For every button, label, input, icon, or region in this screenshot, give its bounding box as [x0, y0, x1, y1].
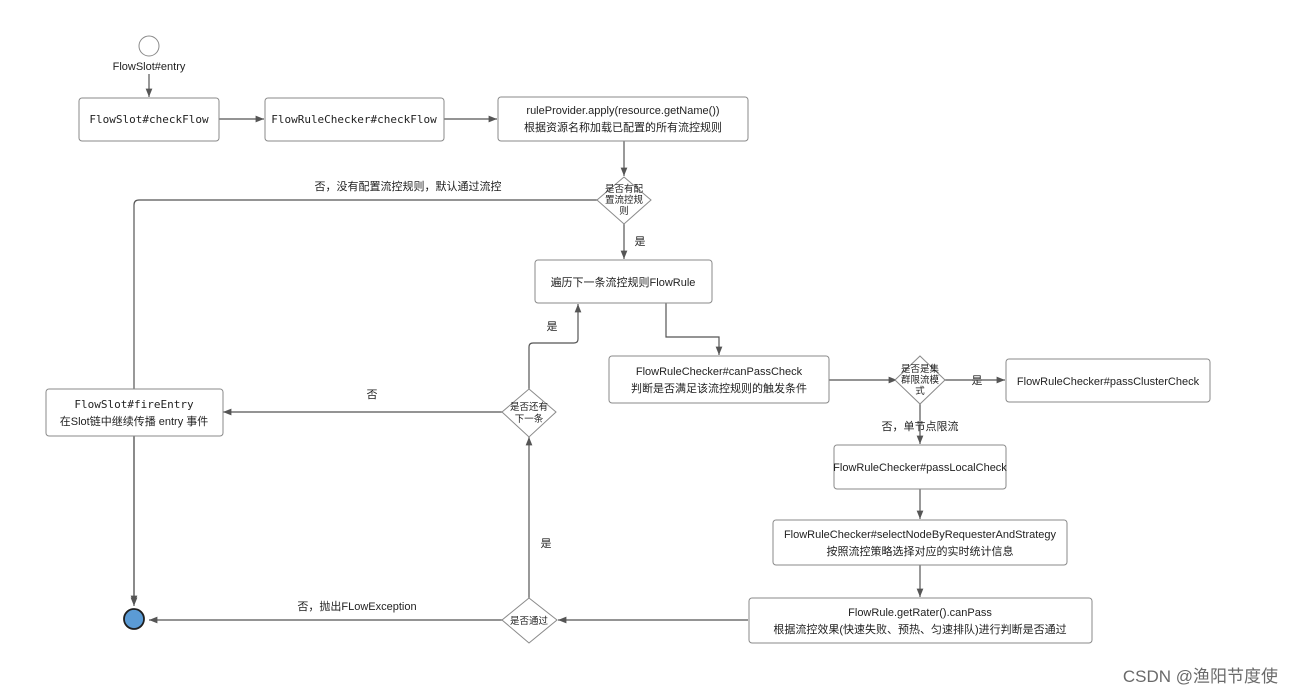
is-cluster-decision: 是否是集 群限流模 式 — [894, 355, 946, 405]
has-rules-line1: 是否有配 — [605, 183, 644, 195]
edge-iterate-to-canpass — [665, 303, 723, 355]
can-pass-check-line1: FlowRuleChecker#canPassCheck — [636, 366, 803, 378]
has-next-line2: 下一条 — [515, 413, 544, 425]
is-cluster-line2: 群限流模 — [901, 374, 940, 386]
start-circle — [138, 35, 160, 57]
pass-local-label: FlowRuleChecker#passLocalCheck — [833, 462, 1007, 474]
fire-entry-line2: 在Slot链中继续传播 entry 事件 — [60, 414, 209, 428]
can-pass-rater-line1: FlowRule.getRater().canPass — [848, 607, 992, 619]
end-circle — [123, 608, 145, 630]
check-flow-label: FlowSlot#checkFlow — [89, 113, 209, 126]
load-rules-line2: 根据资源名称加载已配置的所有流控规则 — [524, 120, 722, 134]
label-has-rules-yes: 是 — [635, 235, 646, 248]
has-rules-line2: 置流控规 — [605, 194, 644, 206]
label-single-node: 否，单节点限流 — [882, 419, 959, 433]
fire-entry-line1: FlowSlot#fireEntry — [74, 398, 194, 411]
pass-cluster-node: FlowRuleChecker#passClusterCheck — [1005, 358, 1211, 403]
pass-cluster-label: FlowRuleChecker#passClusterCheck — [1017, 376, 1200, 388]
fire-entry-node: FlowSlot#fireEntry 在Slot链中继续传播 entry 事件 — [45, 388, 224, 437]
label-cluster-yes: 是 — [972, 374, 983, 387]
label-next-yes: 是 — [547, 320, 558, 333]
is-pass-decision: 是否通过 — [501, 597, 558, 644]
label-pass-yes: 是 — [541, 537, 552, 550]
iterate-node: 遍历下一条流控规则FlowRule — [534, 259, 713, 304]
checker-check-flow-label: FlowRuleChecker#checkFlow — [271, 113, 437, 126]
load-rules-node: ruleProvider.apply(resource.getName()) 根… — [497, 96, 749, 142]
start-node: FlowSlot#entry — [113, 35, 186, 73]
pass-local-node: FlowRuleChecker#passLocalCheck — [833, 444, 1007, 490]
has-next-decision: 是否还有 下一条 — [501, 388, 557, 438]
start-label: FlowSlot#entry — [113, 61, 186, 73]
label-no-rules: 否，没有配置流控规则，默认通过流控 — [315, 179, 502, 193]
is-cluster-line1: 是否是集 — [901, 363, 940, 375]
can-pass-rater-line2: 根据流控效果(快速失败、预热、匀速排队)进行判断是否通过 — [773, 622, 1066, 636]
select-node-line1: FlowRuleChecker#selectNodeByRequesterAnd… — [784, 529, 1057, 541]
select-node-line2: 按照流控策略选择对应的实时统计信息 — [827, 544, 1014, 558]
has-rules-decision: 是否有配 置流控规 则 — [596, 176, 652, 225]
checker-check-flow-node: FlowRuleChecker#checkFlow — [264, 97, 445, 142]
edge-hasnext-to-iterate — [528, 304, 582, 389]
edges — [130, 74, 1005, 624]
can-pass-check-node: FlowRuleChecker#canPassCheck 判断是否满足该流控规则… — [608, 355, 830, 404]
can-pass-check-line2: 判断是否满足该流控规则的触发条件 — [631, 381, 807, 395]
edge-labels: 否，没有配置流控规则，默认通过流控 是 是 否 是 否，单节点限流 是 否，抛出… — [297, 179, 982, 613]
check-flow-node: FlowSlot#checkFlow — [78, 97, 220, 142]
end-node — [123, 608, 145, 630]
is-cluster-line3: 式 — [915, 385, 925, 397]
label-throw: 否，抛出FLowException — [297, 599, 416, 613]
watermark: CSDN @渔阳节度使 — [1123, 666, 1278, 686]
can-pass-rater-node: FlowRule.getRater().canPass 根据流控效果(快速失败、… — [748, 597, 1093, 644]
is-pass-label: 是否通过 — [510, 615, 549, 627]
label-next-no: 否 — [367, 389, 378, 401]
has-rules-line3: 则 — [619, 205, 629, 217]
edge-no-rules-to-end — [130, 199, 600, 604]
iterate-label: 遍历下一条流控规则FlowRule — [551, 275, 696, 289]
has-next-line1: 是否还有 — [510, 401, 548, 413]
select-node-node: FlowRuleChecker#selectNodeByRequesterAnd… — [772, 519, 1068, 566]
load-rules-line1: ruleProvider.apply(resource.getName()) — [526, 105, 719, 117]
